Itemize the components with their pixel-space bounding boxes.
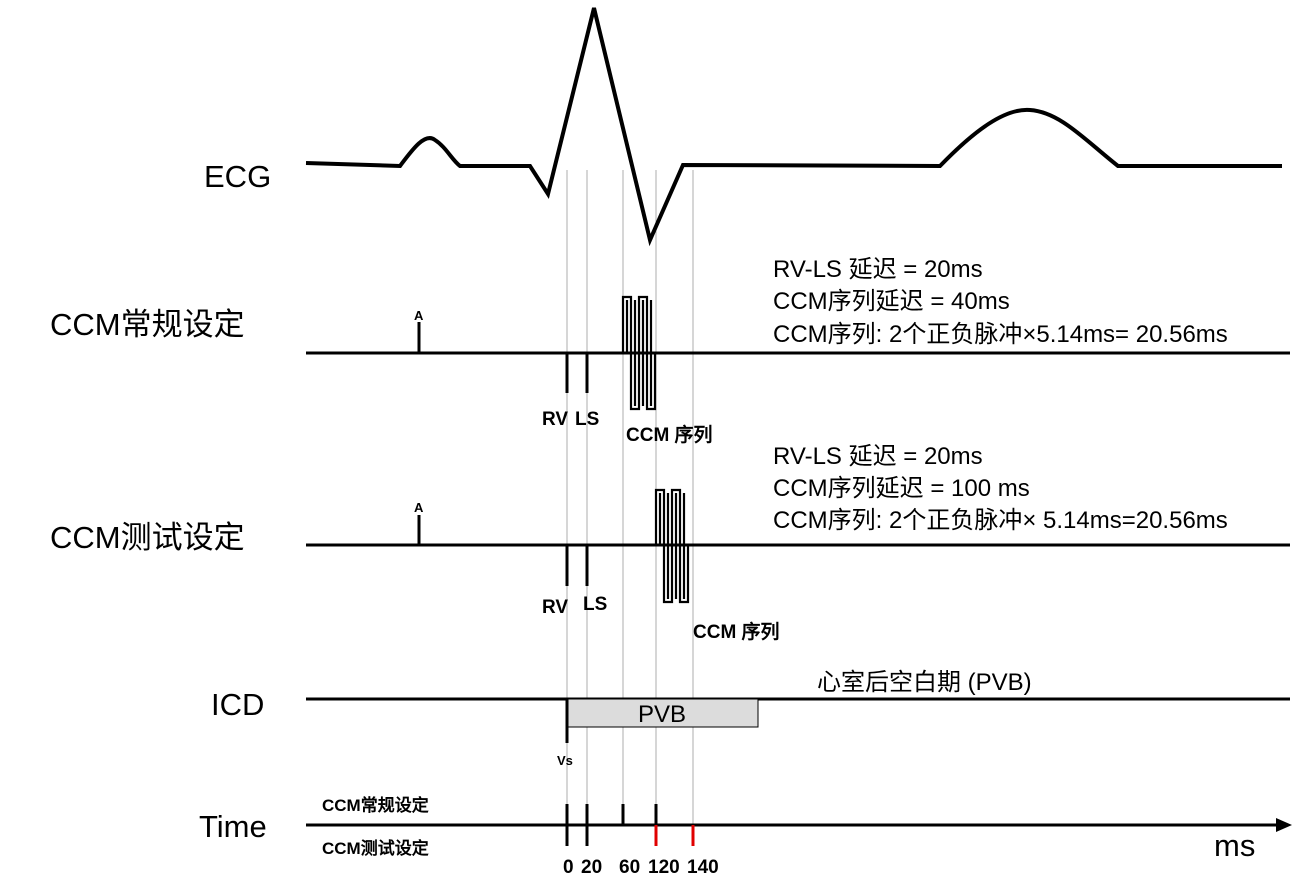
tick-label-0: 0 — [563, 857, 574, 878]
ccm-normal-ls-label: LS — [575, 409, 599, 430]
time-test-label: CCM测试设定 — [322, 838, 429, 858]
time-ticks-normal — [565, 804, 658, 825]
time-axis-arrowhead — [1276, 818, 1292, 832]
ecg-waveform — [305, 7, 1282, 247]
ccm-normal-label: CCM常规设定 — [50, 307, 245, 342]
icd-note: 心室后空白期 (PVB) — [817, 669, 1032, 696]
icd-vs-label: Vs — [557, 753, 573, 768]
ccm-test-note-2: CCM序列延迟 = 100 ms — [773, 475, 1030, 502]
ccm-normal-pulse-train — [621, 295, 657, 411]
tick-label-120: 120 — [648, 857, 680, 878]
ccm-test-train-label: CCM 序列 — [693, 620, 780, 643]
ccm-test-ls-label: LS — [583, 594, 607, 615]
tick-label-20: 20 — [581, 857, 602, 878]
ccm-normal-note-1: RV-LS 延迟 = 20ms — [773, 256, 983, 283]
ccm-test-pulse-train — [654, 488, 690, 604]
time-unit-label: ms — [1214, 828, 1255, 863]
ccm-normal-note-2: CCM序列延迟 = 40ms — [773, 288, 1010, 315]
ccm-test-label: CCM测试设定 — [50, 520, 245, 555]
ccm-normal-rv-label: RV — [542, 409, 568, 430]
icd-label: ICD — [211, 687, 264, 722]
ccm-test-note-1: RV-LS 延迟 = 20ms — [773, 443, 983, 470]
time-normal-label: CCM常规设定 — [322, 795, 429, 815]
time-label: Time — [199, 809, 267, 844]
ccm-test-a-label: A — [414, 500, 424, 515]
pvb-window — [566, 698, 759, 728]
tick-label-140: 140 — [687, 857, 719, 878]
ccm-normal-a-label: A — [414, 308, 424, 323]
ccm-normal-train-label: CCM 序列 — [626, 423, 713, 446]
ecg-label: ECG — [204, 159, 271, 194]
ccm-test-note-3: CCM序列: 2个正负脉冲× 5.14ms=20.56ms — [773, 507, 1228, 534]
tick-label-60: 60 — [619, 857, 640, 878]
ccm-normal-note-3: CCM序列: 2个正负脉冲×5.14ms= 20.56ms — [773, 321, 1228, 348]
pvb-label: PVB — [638, 701, 686, 728]
ccm-test-rv-label: RV — [542, 597, 568, 618]
time-ticks-test — [565, 825, 695, 846]
